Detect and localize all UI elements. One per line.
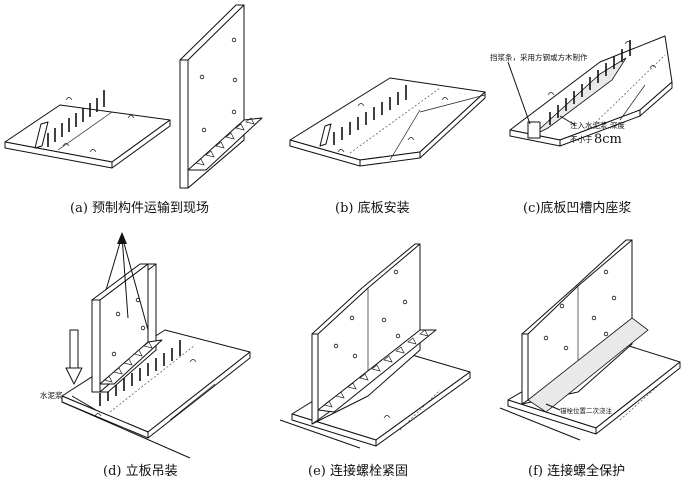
caption-c: (c)底板凹槽内座浆 [523, 200, 631, 216]
panel-d-illustration [61, 232, 251, 459]
panel-a-illustration [4, 4, 263, 189]
panel-b-illustration [289, 77, 486, 167]
panel-f-illustration [499, 239, 681, 441]
caption-d: (d) 立板吊装 [103, 464, 178, 479]
annotation-min-depth-prefix: 不小于 [570, 135, 593, 144]
anchor-bolt-row [47, 90, 105, 147]
caption-f: (f) 连接螺全保护 [528, 463, 625, 479]
precast-wall-panel [179, 4, 263, 189]
secondary-pour-fill [527, 317, 649, 413]
base-slab [61, 329, 251, 459]
annotation-grout: 水泥浆 [40, 390, 63, 400]
caption-e: (e) 连接螺栓紧固 [308, 463, 408, 479]
erected-wall-panel [311, 243, 437, 425]
panel-e-illustration [279, 243, 471, 449]
lifting-slings [105, 232, 149, 331]
base-slab [289, 77, 486, 167]
hoisted-wall-panel [91, 263, 163, 393]
annotation-min-depth: 8cm [594, 132, 622, 147]
caption-b: (b) 底板安装 [335, 200, 410, 216]
panel-c-illustration [507, 35, 673, 147]
anchor-bolt-row [549, 40, 631, 125]
leader-lines [507, 61, 576, 126]
annotation-baffle-strip: 挡浆条，采用方钢或方木制作 [490, 52, 588, 62]
annotation-inject-grout: 注入水泥浆,深度 [570, 120, 625, 130]
anchor-bolt-row [333, 85, 407, 145]
annotation-secondary-pour: 锚栓位置二次浇注 [560, 406, 613, 415]
lowering-direction-arrow [65, 329, 83, 385]
caption-a: (a) 预制构件运输到现场 [70, 200, 209, 216]
base-slab [4, 97, 171, 169]
